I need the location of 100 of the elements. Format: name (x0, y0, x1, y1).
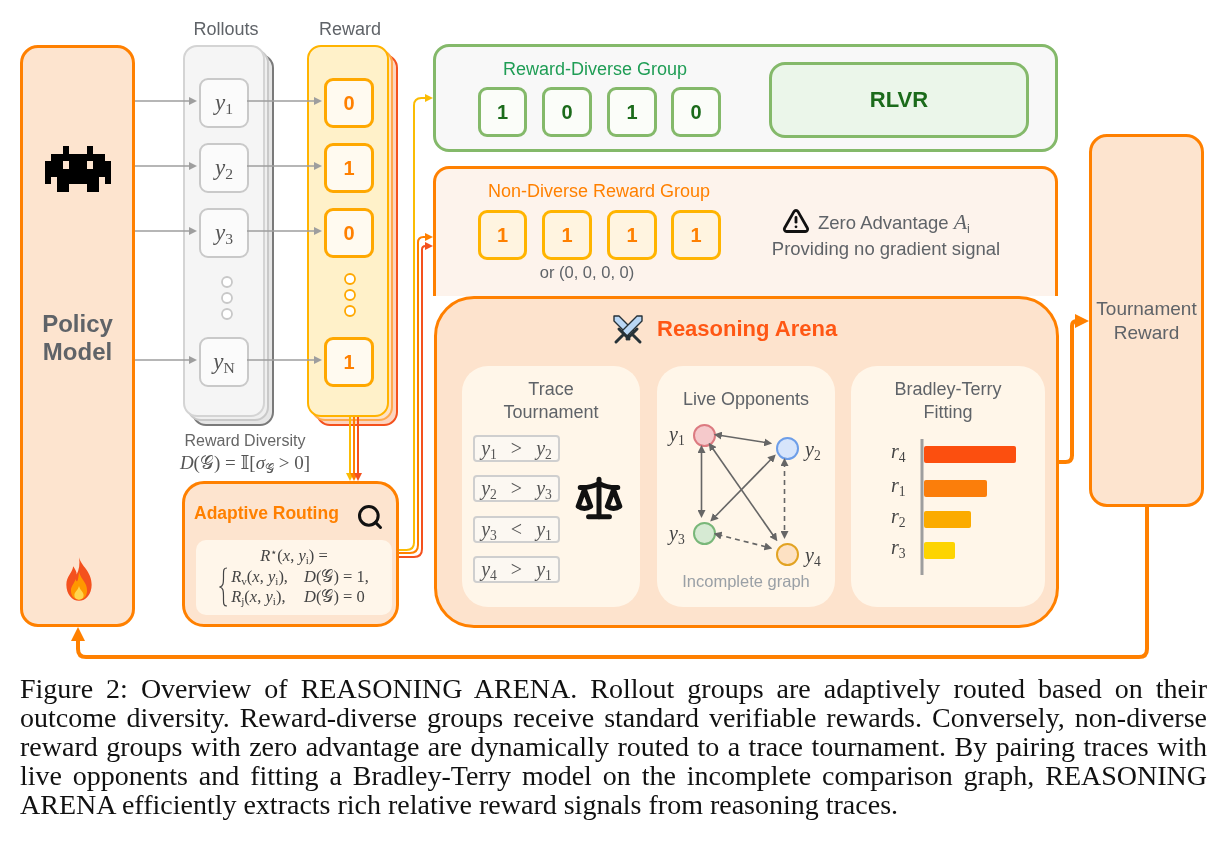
arrow (354, 416, 362, 481)
arena-panel (434, 296, 1059, 628)
method-label: RLVR (869, 87, 929, 113)
arrow (71, 507, 1149, 659)
double-arrow (708, 442, 778, 542)
double-arrow (710, 454, 776, 522)
value-label: 1 (690, 223, 702, 247)
formula-line: D(𝒢) = 𝕀[σ$_{𝒢}$ > 0] (178, 451, 312, 474)
math-label: y$_{4}$ > y$_{1}$ (481, 558, 552, 581)
note-text: or (0, 0, 0, 0) (538, 263, 636, 282)
node-label: Policy Model (41, 310, 114, 366)
value-label: 1 (496, 100, 509, 124)
arrow (134, 162, 197, 170)
value-label: 1 (343, 156, 355, 180)
dashed-double-arrow (780, 458, 789, 539)
column-heading: Reward (318, 19, 382, 40)
formula-box (196, 540, 392, 615)
double-arrow (697, 445, 706, 518)
arrow (398, 94, 433, 551)
reward-value-box (324, 337, 374, 387)
card-title: Bradley-Terry Fitting (893, 378, 1003, 425)
reward-value-box (671, 87, 721, 137)
method-box (769, 62, 1029, 138)
routing-box (182, 481, 399, 627)
reward-value-box (607, 87, 657, 137)
reward-value-box (478, 87, 527, 137)
value-label: 0 (343, 221, 355, 245)
arrow (246, 227, 322, 235)
arrow (134, 97, 197, 105)
formula-term: D(𝒢) = 0 (304, 587, 366, 607)
math-label: y$_{N}$ (213, 349, 235, 375)
value-label: 1 (561, 223, 573, 247)
arrow (346, 416, 354, 481)
math-label: y$_{3}$ (215, 220, 233, 246)
node-label: y$_{4}$ (805, 544, 821, 567)
reward-value-box (671, 210, 721, 260)
math-label: y$_{1}$ > y$_{2}$ (481, 437, 552, 460)
bar-label: r$_{4}$ (891, 440, 906, 463)
stage-card (462, 366, 640, 607)
figure-caption: Figure 2: Overview of REASONING ARENA. Rollout groups are adaptively routed based on their outcome diversity. Reward-diverse groups receive standard verifiable rewards. Conversely, non-diverse reward groups with zero advantage are dynamically routed to a trace tournament. By pairing traces with live opponents and fitting a Bradley-Terry model on the incomplete comparison graph, REASONING ARENA efficiently extracts rich relative reward signals from reasoning traces. (20, 674, 1207, 819)
rollout-box (199, 337, 249, 387)
arrow (350, 416, 358, 481)
status-text: Providing no gradient signal (770, 238, 1002, 260)
node-label: Tournament Reward (1095, 296, 1198, 345)
value-label: 0 (690, 100, 702, 124)
box-title: Adaptive Routing (194, 503, 340, 524)
arrow (1059, 314, 1089, 464)
math-label: y$_{2}$ (215, 155, 233, 181)
math-label: y$_{2}$ > y$_{3}$ (481, 477, 552, 500)
math-label: y$_{3}$ < y$_{1}$ (481, 518, 552, 541)
panel-title: Reasoning Arena (657, 316, 839, 342)
comparison-box (473, 475, 560, 502)
group-panel (433, 44, 1058, 152)
math-label: y$_{1}$ (215, 90, 233, 116)
formula-term: R$_{j}$(x, y$_{i}$), (231, 587, 287, 607)
arrow (246, 356, 322, 364)
value-label: 0 (343, 91, 355, 115)
value-label: 1 (496, 223, 509, 247)
comparison-box (473, 435, 560, 462)
value-label: 0 (561, 100, 573, 124)
formula-line: R$^{⋆}$(x, y$_{i}$) = (260, 546, 328, 566)
arrow (134, 356, 197, 364)
status-text: Zero Advantage A$_{i}$ (818, 210, 971, 235)
rollout-box (199, 208, 249, 258)
arrow (246, 97, 322, 105)
comparison-box (473, 516, 560, 543)
arrow (134, 227, 197, 235)
value-label: 1 (626, 223, 638, 247)
stage-card (851, 366, 1045, 607)
formula-term: R$_{v}$(x, y$_{i}$), (231, 567, 288, 587)
node-label: y$_{1}$ (669, 423, 685, 446)
reward-value-box (542, 210, 592, 260)
reward-value-box (324, 208, 374, 258)
group-heading: Reward-Diverse Group (501, 59, 689, 80)
bar-label: r$_{3}$ (891, 536, 906, 559)
reward-value-box (542, 87, 592, 137)
value-label: 1 (626, 100, 638, 124)
double-arrow (713, 431, 773, 447)
formula-term: D(𝒢) = 1, (304, 567, 369, 587)
policy-model-box (20, 45, 135, 627)
node-label: y$_{3}$ (669, 522, 685, 545)
bar-label: r$_{2}$ (891, 505, 906, 528)
dashed-double-arrow (713, 531, 773, 551)
value-label: 1 (343, 350, 355, 374)
card-title: Live Opponents (681, 388, 811, 411)
reward-value-box (607, 210, 657, 260)
graph-caption: Incomplete graph (681, 572, 811, 591)
bar-label: r$_{1}$ (891, 474, 906, 497)
reward-value-box (478, 210, 527, 260)
node-label: y$_{2}$ (805, 438, 821, 461)
group-panel (433, 166, 1058, 296)
group-heading: Non-Diverse Reward Group (486, 181, 712, 202)
reward-box (1089, 134, 1204, 507)
comparison-box (473, 556, 560, 583)
rollout-box (199, 143, 249, 193)
column-heading: Rollouts (192, 19, 260, 40)
card-title: Trace Tournament (502, 378, 600, 425)
stage-card (657, 366, 835, 607)
arrow (246, 162, 322, 170)
rollout-box (199, 78, 249, 128)
